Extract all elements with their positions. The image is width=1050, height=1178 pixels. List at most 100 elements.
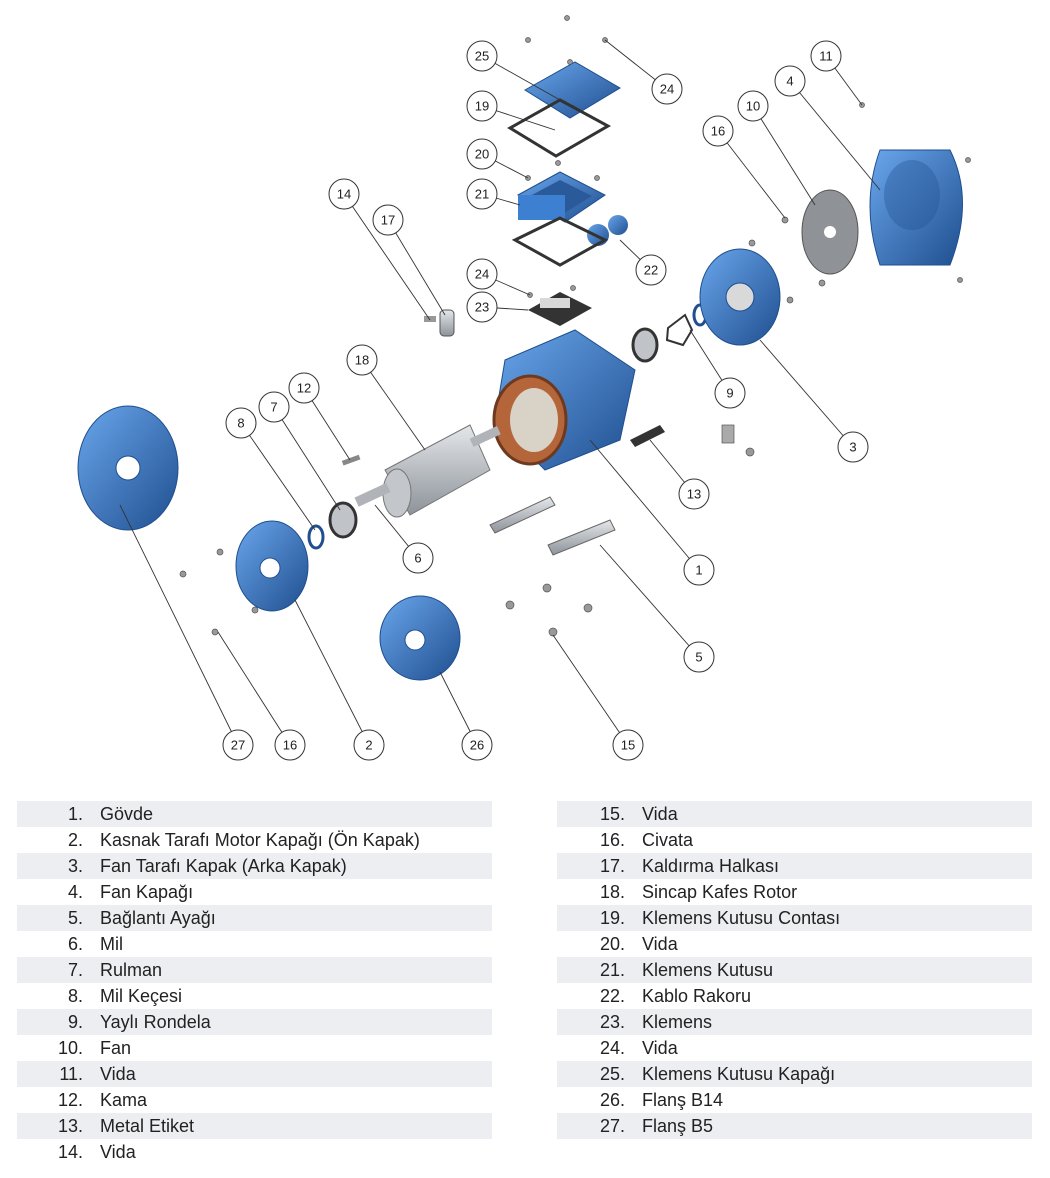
legend-number: 17.: [599, 855, 625, 876]
legend-label: Metal Etiket: [100, 1115, 195, 1136]
legend-number: 8.: [67, 985, 83, 1006]
callout-8: 8: [225, 407, 257, 439]
callout-27: 27: [222, 729, 254, 761]
part-lifting-eye: [424, 309, 455, 337]
legend-row: 19.Klemens Kutusu Contası: [557, 905, 1032, 931]
svg-text:18: 18: [355, 353, 369, 368]
callout-19: 19: [466, 90, 498, 122]
legend-row: 7.Rulman: [17, 957, 492, 983]
legend-number: 11.: [59, 1063, 83, 1084]
legend-row: 1.Gövde: [17, 801, 492, 827]
legend-row: 22.Kablo Rakoru: [557, 983, 1032, 1009]
legend-row: 4.Fan Kapağı: [17, 879, 492, 905]
legend-row: 3.Fan Tarafı Kapak (Arka Kapak): [17, 853, 492, 879]
legend-label: Kablo Rakoru: [642, 985, 752, 1006]
legend-row: 2.Kasnak Tarafı Motor Kapağı (Ön Kapak): [17, 827, 492, 853]
callout-25: 25: [466, 40, 498, 72]
legend-label: Vida: [642, 933, 678, 954]
part-stator-housing: [492, 329, 636, 471]
svg-text:24: 24: [660, 82, 674, 97]
callout-23: 23: [466, 291, 498, 323]
legend-row: 20. Vida: [557, 931, 1032, 957]
legend-row: 26.Flanş B14: [557, 1087, 1032, 1113]
legend-number: 23.: [599, 1011, 625, 1032]
svg-text:22: 22: [644, 263, 658, 278]
legend-number: 13.: [57, 1115, 83, 1136]
part-nameplate: [630, 425, 665, 447]
svg-text:19: 19: [475, 99, 489, 114]
callout-16-right: 16: [702, 115, 734, 147]
callout-10: 10: [737, 90, 769, 122]
legend-label: Fan Kapağı: [100, 881, 194, 902]
callout-26: 26: [461, 729, 493, 761]
legend-number: 20.: [599, 933, 625, 954]
callout-21: 21: [466, 178, 498, 210]
legend-row: 16.Civata: [557, 827, 1032, 853]
part-rotor: [354, 424, 501, 518]
callout-24-mid: 24: [466, 258, 498, 290]
legend-number: 14.: [57, 1141, 83, 1162]
part-terminal-block: [528, 292, 592, 326]
legend-row: 14.Vida: [17, 1139, 492, 1165]
callout-1: 1: [683, 554, 715, 586]
svg-text:6: 6: [414, 551, 421, 566]
svg-text:21: 21: [475, 187, 489, 202]
legend-label: Kasnak Tarafı Motor Kapağı (Ön Kapak): [100, 829, 420, 850]
legend-number: 21.: [599, 959, 625, 980]
callout-3: 3: [837, 431, 869, 463]
callout-22: 22: [635, 254, 667, 286]
part-bearing: [328, 501, 358, 539]
callout-5: 5: [683, 641, 715, 673]
legend-row: 6. Mil: [17, 931, 492, 957]
svg-text:17: 17: [381, 213, 395, 228]
part-front-end-shield: [235, 520, 309, 612]
callout-17: 17: [372, 204, 404, 236]
callout-20: 20: [466, 138, 498, 170]
legend-label: Rulman: [100, 959, 163, 980]
legend-row: 13. Metal Etiket: [17, 1113, 492, 1139]
svg-text:9: 9: [726, 386, 733, 401]
part-screws: [179, 15, 971, 637]
motor-exploded-diagram: 25 24 19 20 21 22 24 23 14 17 18 12 7 8 …: [77, 15, 971, 761]
svg-text:26: 26: [470, 738, 484, 753]
svg-text:14: 14: [337, 187, 351, 202]
svg-text:23: 23: [475, 300, 489, 315]
callout-24-top: 24: [651, 73, 683, 105]
legend-label: Vida: [100, 1063, 136, 1084]
legend-label: Fan Tarafı Kapak (Arka Kapak): [100, 855, 347, 876]
part-mounting-feet: [489, 496, 616, 556]
callout-14: 14: [328, 178, 360, 210]
svg-text:16: 16: [283, 738, 297, 753]
legend-row: 12.Kama: [17, 1087, 492, 1113]
part-flange-b14: [379, 595, 461, 681]
part-wavy-washer: [631, 303, 708, 363]
legend-row: 8. Mil Keçesi: [17, 983, 492, 1009]
legend-label: Bağlantı Ayağı: [100, 907, 216, 928]
legend-number: 16.: [599, 829, 625, 850]
legend-label: Yaylı Rondela: [100, 1011, 211, 1032]
legend-number: 10.: [57, 1037, 83, 1058]
legend-row: 18.Sincap Kafes Rotor: [557, 879, 1032, 905]
legend-row: 23.Klemens: [557, 1009, 1032, 1035]
legend-label: Kaldırma Halkası: [642, 855, 780, 876]
part-terminal-box-lower-gasket: [511, 216, 609, 267]
callout-18: 18: [346, 344, 378, 376]
svg-text:24: 24: [475, 267, 489, 282]
part-key: [341, 454, 361, 466]
legend-row: 15.Vida: [557, 801, 1032, 827]
legend-label: Mil: [100, 933, 123, 954]
legend-label: Mil Keçesi: [100, 985, 183, 1006]
legend-number: 27.: [599, 1115, 625, 1136]
legend-label: Klemens Kutusu Kapağı: [642, 1063, 836, 1084]
legend-label: Flanş B14: [642, 1089, 724, 1110]
part-terminal-box-cover: [524, 61, 621, 119]
legend-number: 24.: [599, 1037, 625, 1058]
legend-label: Fan: [100, 1037, 132, 1058]
legend-number: 6.: [67, 933, 83, 954]
legend-row: 24. Vida: [557, 1035, 1032, 1061]
legend-row: 17. Kaldırma Halkası: [557, 853, 1032, 879]
legend-label: Vida: [642, 1037, 678, 1058]
svg-text:15: 15: [621, 738, 635, 753]
legend-number: 18.: [599, 881, 625, 902]
